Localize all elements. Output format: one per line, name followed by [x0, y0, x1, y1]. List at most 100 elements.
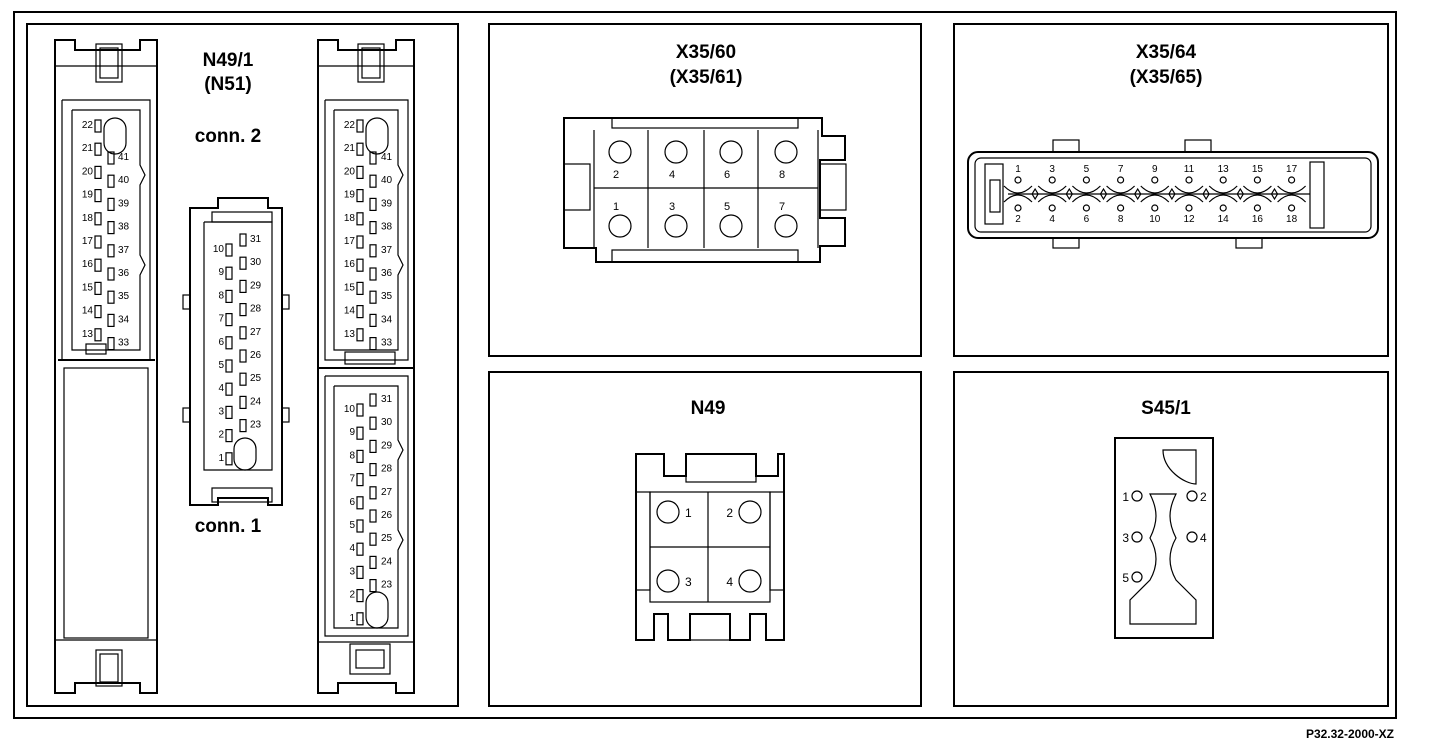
conn1-right-pin-label: 28 [250, 304, 262, 315]
x35-60-pin-label: 4 [669, 169, 675, 181]
conn2-left-pin-label: 13 [82, 329, 94, 340]
n49-pin [656, 500, 680, 524]
conn1-left-pin-label: 10 [213, 244, 225, 255]
conn1-right-pin-slot [369, 393, 377, 407]
x35-60-pin [664, 214, 688, 238]
conn1-left-pin-label: 3 [349, 566, 355, 577]
conn2-left-pin-label: 14 [344, 306, 356, 317]
conn1-right-pin-label: 24 [381, 556, 393, 567]
conn2-left-pin-label: 20 [344, 166, 356, 177]
x35-64-pin [1014, 204, 1022, 212]
conn2-left-pin-slot [94, 142, 102, 156]
x35-64-pin [1014, 176, 1022, 184]
conn2-right-pin-slot [107, 290, 115, 304]
conn2-right-pin-label: 41 [381, 152, 393, 163]
n49-1-subtitle: (N51) [204, 74, 252, 95]
x35-60-pin-label: 3 [669, 201, 675, 213]
conn2-label: conn. 2 [195, 126, 262, 147]
conn1-right-pin-label: 25 [381, 533, 393, 544]
conn2-right-pin-label: 39 [381, 198, 393, 209]
x35-64-pin-cavity [1003, 185, 1033, 194]
panel-s45-1 [953, 371, 1389, 707]
conn1-right-pin-slot [239, 349, 247, 363]
s45-1-pin-label: 5 [1122, 571, 1129, 585]
conn1-left-pin-slot [225, 429, 233, 443]
conn2-left-pin-label: 21 [344, 143, 356, 154]
conn1-right-pin-label: 23 [250, 420, 262, 431]
conn1-right-pin-label: 31 [381, 394, 393, 405]
x35-64-pin-label: 10 [1149, 214, 1161, 225]
s45-1-pin [1131, 571, 1143, 583]
conn1-left-pin-slot [356, 449, 364, 463]
x35-64-pin [1185, 176, 1193, 184]
conn2-left-pin-label: 14 [82, 306, 94, 317]
x35-64-pin-label: 2 [1015, 214, 1021, 225]
conn1-right-pin-label: 29 [381, 440, 393, 451]
n49-pin-label: 2 [726, 506, 733, 520]
conn1-left-pin-label: 7 [218, 314, 224, 325]
x35-64-pin-cavity [1106, 185, 1136, 194]
x35-64-pin-cavity [1071, 185, 1101, 194]
x35-64-pin-label: 4 [1049, 214, 1055, 225]
conn2-left-pin-slot [94, 328, 102, 342]
x35-64-pin [1048, 204, 1056, 212]
conn2-right-pin-label: 37 [381, 245, 393, 256]
conn1-right-pin-slot [239, 326, 247, 340]
x35-64-pin [1185, 204, 1193, 212]
conn2-left-pin-slot [356, 235, 364, 249]
conn1-left-pin-label: 1 [218, 453, 224, 464]
s45-1-pin-label: 3 [1122, 531, 1129, 545]
conn1-right-pin-label: 23 [381, 580, 393, 591]
x35-64-pin-cavity [1208, 194, 1238, 203]
conn1-right-pin-slot [239, 372, 247, 386]
conn1-left-pin-label: 10 [344, 404, 356, 415]
panel-n49-1 [26, 23, 459, 707]
x35-64-pin-cavity [1140, 185, 1170, 194]
conn1-right-pin-label: 28 [381, 464, 393, 475]
conn2-left-pin-slot [94, 165, 102, 179]
conn1-right-pin-slot [239, 303, 247, 317]
conn2-right-pin-slot [369, 267, 377, 281]
conn1-label: conn. 1 [195, 516, 262, 537]
conn2-left-pin-label: 18 [82, 213, 94, 224]
x35-64-pin [1253, 204, 1262, 212]
x35-64-pin [1082, 176, 1091, 184]
s45-1-pin [1131, 490, 1143, 502]
x35-64-pin-label: 18 [1286, 214, 1298, 225]
x35-60-pin-label: 2 [613, 169, 619, 181]
x35-64-key [1065, 187, 1073, 201]
conn1-left-pin-label: 6 [349, 497, 355, 508]
figure-code: P32.32-2000-XZ [1306, 727, 1394, 741]
x35-64-key [1202, 187, 1210, 201]
conn2-right-pin-label: 34 [118, 314, 130, 325]
x35-64-pin-label: 17 [1286, 164, 1298, 175]
conn1-left-pin-slot [225, 382, 233, 396]
conn2-left-pin-label: 22 [344, 120, 356, 131]
x35-60-pin [774, 140, 798, 164]
conn2-left-pin-slot [356, 189, 364, 203]
x35-64-pin-cavity [1071, 194, 1101, 203]
conn2-right-pin-label: 33 [118, 338, 130, 349]
x35-64-pin-cavity [1037, 194, 1067, 203]
conn1-left-pin-label: 2 [218, 430, 224, 441]
conn2-right-pin-label: 35 [381, 291, 393, 302]
x35-60-pin-label: 7 [779, 201, 785, 213]
conn2-left-pin-label: 21 [82, 143, 94, 154]
x35-64-key [1099, 187, 1108, 201]
conn2-left-pin-slot [356, 119, 364, 133]
s45-1-pin-label: 2 [1200, 490, 1207, 504]
conn1-left-pin-slot [225, 452, 233, 466]
conn1-left-pin-label: 5 [218, 360, 224, 371]
conn2-left-pin-label: 22 [82, 120, 94, 131]
conn1-left-pin-slot [356, 588, 364, 603]
x35-64-pin-cavity [1277, 185, 1307, 194]
conn1-left-pin-slot [356, 565, 364, 580]
conn2-right-pin-label: 34 [381, 314, 393, 325]
x35-64-pin-cavity [1208, 185, 1238, 194]
conn1-right-pin-label: 30 [250, 257, 262, 268]
panel-x35-60 [488, 23, 922, 357]
conn2-left-pin-slot [94, 235, 102, 249]
